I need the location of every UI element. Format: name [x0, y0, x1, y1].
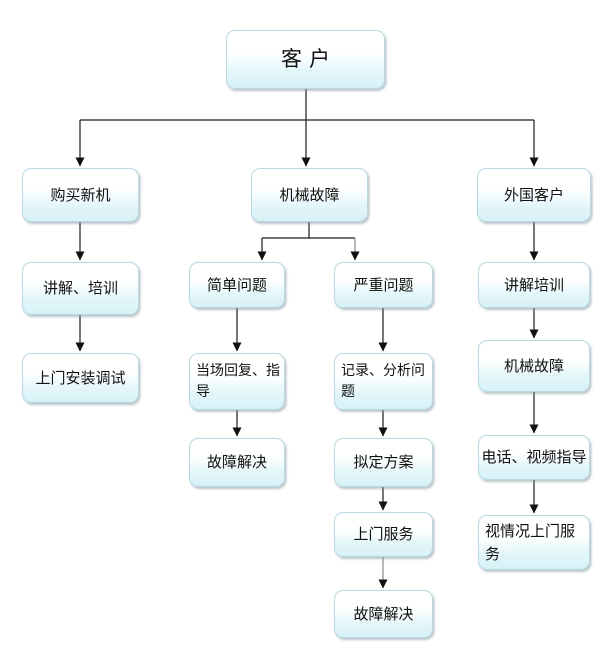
node-fault-resolved-1: 故障解决: [189, 438, 285, 487]
node-record-analyze-problem: 记录、分析问题: [334, 353, 433, 410]
node-explain-training-2: 讲解培训: [478, 262, 590, 308]
node-draft-plan: 拟定方案: [334, 438, 433, 487]
node-buy-new-machine: 购买新机: [22, 168, 139, 222]
node-onsite-install-debug: 上门安装调试: [22, 353, 139, 403]
node-fault-resolved-2: 故障解决: [334, 590, 433, 638]
node-mechanical-failure-2: 机械故障: [478, 340, 590, 392]
node-mechanical-failure: 机械故障: [251, 168, 368, 222]
node-onsite-service-as-needed: 视情况上门服务: [478, 515, 590, 570]
node-customer: 客户: [226, 30, 385, 89]
node-simple-problem: 简单问题: [189, 262, 285, 308]
node-explain-training: 讲解、培训: [22, 262, 139, 315]
node-serious-problem: 严重问题: [334, 262, 433, 308]
node-onsite-service: 上门服务: [334, 512, 433, 557]
node-foreign-customer: 外国客户: [477, 168, 591, 222]
node-onsite-reply-guide: 当场回复、指导: [189, 353, 285, 410]
node-phone-video-guide: 电话、视频指导: [478, 435, 590, 480]
